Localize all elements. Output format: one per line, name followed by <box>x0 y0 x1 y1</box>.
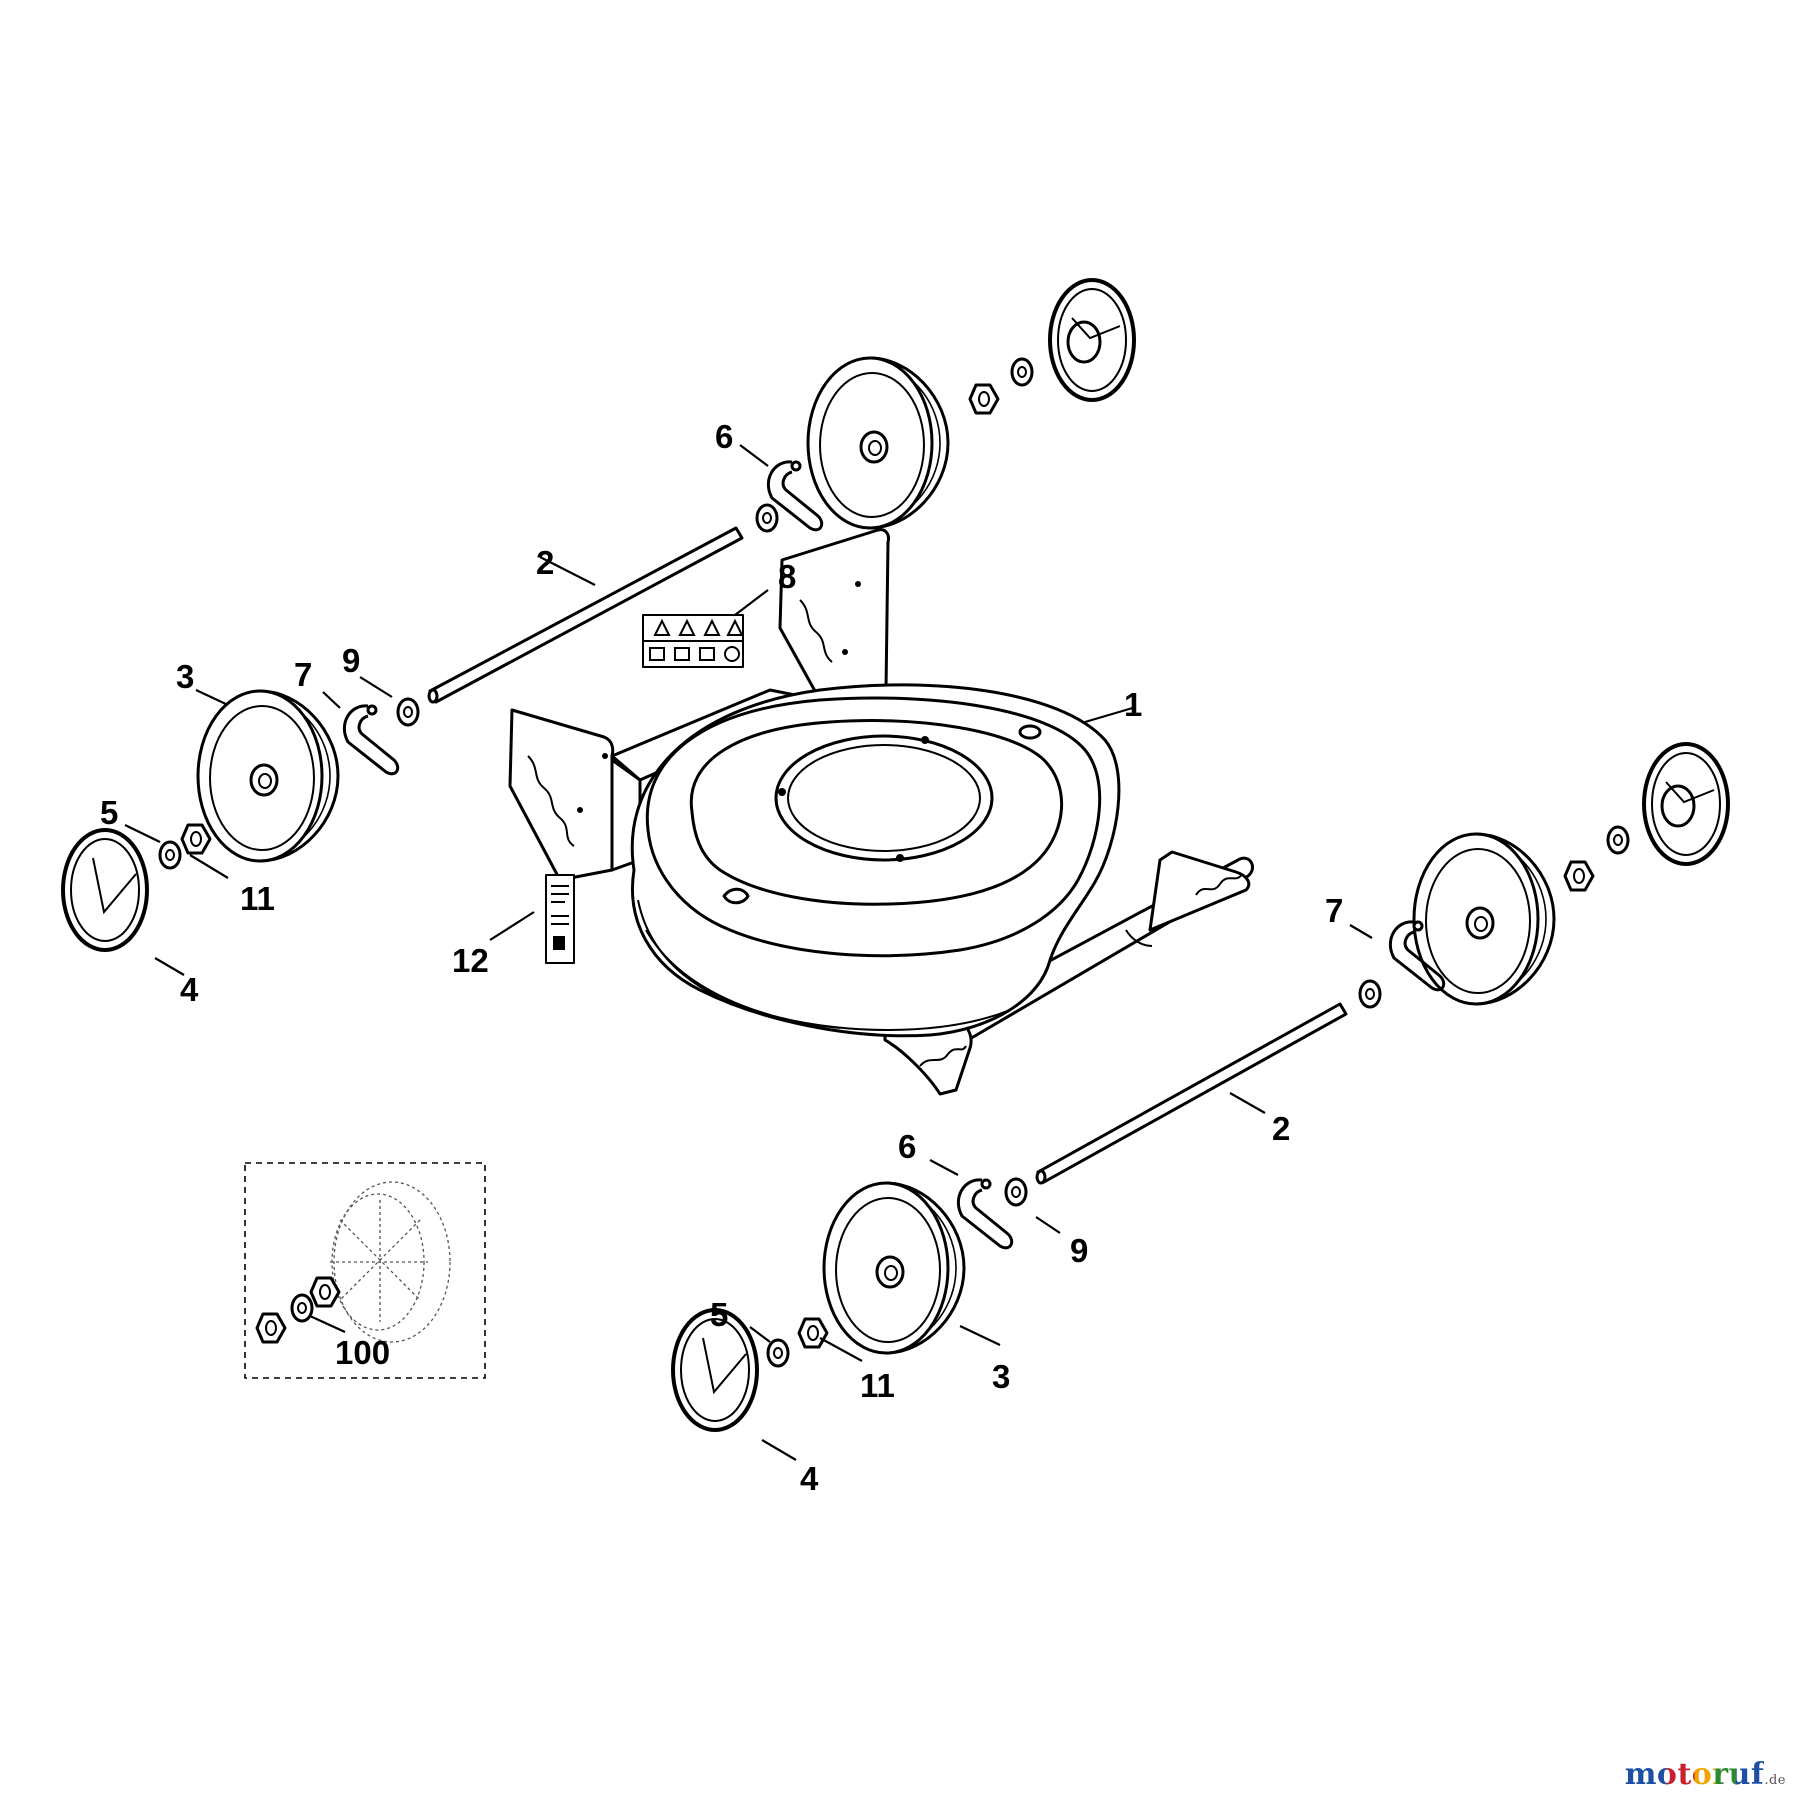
wheel-left <box>196 689 340 863</box>
callout-5-left: 5 <box>100 794 118 831</box>
washer-5-bottom <box>766 1338 790 1368</box>
nut-right <box>1563 860 1595 892</box>
callout-3-left: 3 <box>176 658 194 695</box>
wheel-right <box>1412 832 1556 1006</box>
washer-right <box>1606 825 1630 855</box>
washer-top <box>1010 357 1034 387</box>
callout-9-bottom: 9 <box>1070 1232 1088 1269</box>
hubcap-top-right <box>1048 278 1136 402</box>
callout-3-bottom: 3 <box>992 1358 1010 1395</box>
logo-tld: .de <box>1764 1773 1786 1788</box>
nut-11-bottom <box>797 1317 829 1349</box>
callout-6-bottom: 6 <box>898 1128 916 1165</box>
washer-9-right <box>1358 979 1382 1009</box>
logo-text: motoruf <box>1624 1757 1765 1792</box>
washer-5-left <box>158 840 182 870</box>
washer-9-bottom <box>1004 1177 1028 1207</box>
washer-9-top <box>755 503 779 533</box>
callout-5-bottom: 5 <box>710 1296 728 1333</box>
callout-4-bottom: 4 <box>800 1460 819 1497</box>
callout-7-left: 7 <box>294 656 312 693</box>
front-axle <box>1035 1002 1348 1185</box>
manual-label <box>545 874 575 964</box>
callout-7-right: 7 <box>1325 892 1343 929</box>
callout-labels: 1 2 2 3 3 4 4 5 5 6 6 7 7 8 9 9 11 11 12… <box>100 418 1343 1497</box>
clip-7-left <box>342 704 400 776</box>
clip-6-bottom <box>956 1178 1014 1250</box>
callout-6-top: 6 <box>715 418 733 455</box>
rear-axle <box>427 526 744 704</box>
callout-12: 12 <box>452 942 489 979</box>
wheel-top <box>806 356 950 530</box>
nut-11-left <box>180 823 212 855</box>
callout-2-bottom: 2 <box>1272 1110 1290 1147</box>
hubcap-left <box>61 828 149 952</box>
callout-1: 1 <box>1124 686 1142 723</box>
leader-lines <box>124 444 1373 1461</box>
nut-top <box>968 383 1000 415</box>
callout-4-left: 4 <box>180 971 199 1008</box>
callout-11-bottom: 11 <box>860 1367 895 1404</box>
motoruf-logo: motoruf.de <box>1625 1757 1786 1792</box>
wheel-bottom <box>822 1181 966 1355</box>
callout-100: 100 <box>335 1334 390 1371</box>
mower-deck <box>508 528 1254 1096</box>
washer-9-left <box>396 697 420 727</box>
wheel-kit-100 <box>244 1162 486 1379</box>
warning-label <box>642 614 744 668</box>
hubcap-bottom <box>671 1308 759 1432</box>
callout-2-top: 2 <box>536 544 554 581</box>
callout-9-left: 9 <box>342 642 360 679</box>
hubcap-far-right <box>1642 742 1730 866</box>
callout-8: 8 <box>778 558 796 595</box>
callout-11-left: 11 <box>240 880 275 917</box>
